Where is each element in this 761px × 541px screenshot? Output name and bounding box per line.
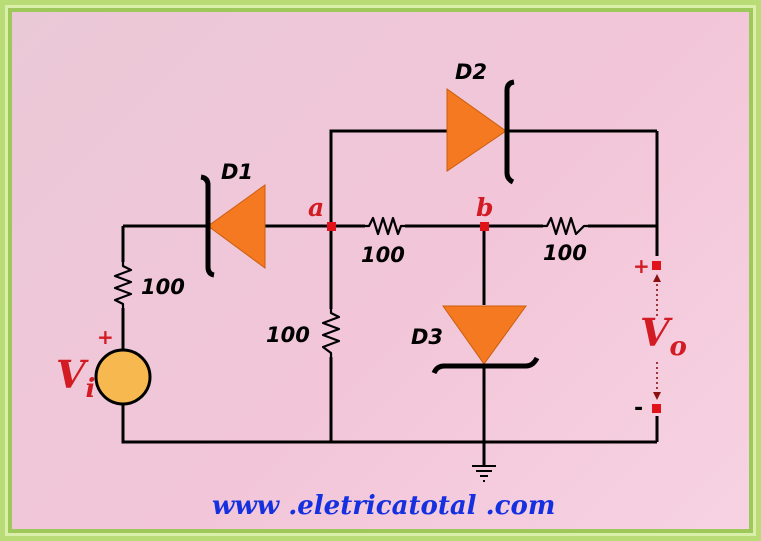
output-plus-sign: + [633, 254, 650, 278]
output-terminal-plus [652, 261, 661, 270]
diode-d1 [200, 174, 266, 278]
wires [121, 129, 659, 465]
node-b-marker [480, 222, 489, 231]
output-terminal-minus [652, 404, 661, 413]
d3-label: D3 [411, 325, 443, 349]
d1-label: D1 [221, 160, 253, 184]
resistor-b-out-label: 100 [543, 241, 587, 265]
node-a-marker [327, 222, 336, 231]
source-voltage-label: Vi [56, 352, 95, 404]
resistor-source [113, 262, 133, 308]
resistor-a-b-label: 100 [361, 243, 405, 267]
output-voltage-label: Vo [640, 310, 687, 362]
resistor-a-shunt [321, 309, 341, 357]
resistor-b-out [543, 216, 588, 236]
source-plus-sign: + [97, 325, 114, 349]
d2-label: D2 [455, 60, 487, 84]
zener-diode-d3 [431, 305, 540, 375]
resistor-a-shunt-label: 100 [266, 323, 310, 347]
node-b-label: b [476, 193, 493, 222]
output-minus-sign: - [634, 396, 643, 421]
website-watermark: www .eletricatotal .com [212, 491, 555, 521]
resistor-a-b [365, 216, 405, 236]
output-arrowhead-down [653, 392, 661, 400]
output-arrowhead-up [653, 274, 661, 282]
diode-d2 [446, 79, 515, 185]
ground-symbol [472, 465, 496, 482]
voltage-source [94, 348, 152, 406]
resistor-source-label: 100 [141, 275, 185, 299]
node-a-label: a [308, 193, 324, 222]
